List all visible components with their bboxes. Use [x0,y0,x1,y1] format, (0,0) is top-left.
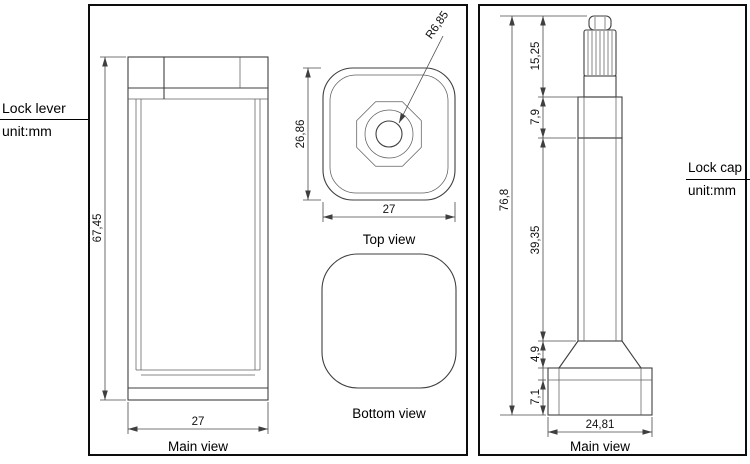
lever-main-view-dimensions: 67,45 27 Main view [92,56,269,454]
cap-main-view-caption: Main view [570,439,630,454]
cap-seg-dim-3: 39,35 [530,226,542,255]
lever-main-view-drawing [127,56,269,401]
top-view-inner-outline [329,74,449,194]
lever-body-outline [127,56,269,401]
cap-main-view-dimensions: 15,25 7,9 39,35 4,9 7,1 76,8 24,81 Main … [499,15,653,454]
top-view-width-dim: 27 [383,204,396,216]
lock-cap-title: Lock cap [686,160,750,180]
lock-cap-label-block: Lock cap unit:mm [686,160,750,198]
lock-lever-title: Lock lever [0,100,88,121]
top-view-height-dim: 26,86 [295,120,307,149]
lock-cap-unit: unit:mm [688,182,737,198]
lock-lever-unit: unit:mm [2,123,52,140]
cap-base [547,367,653,416]
lock-lever-label-block: Lock lever unit:mm [0,100,88,139]
cap-collar [577,96,623,139]
lever-top-view-dimensions: R6,85 26,86 27 Top view [295,9,456,247]
cap-width-dim: 24,81 [586,419,615,431]
cap-neck [583,75,617,98]
top-view-outer-outline [322,67,456,201]
top-view-caption: Top view [363,232,416,247]
top-view-outer-circle [364,109,414,159]
top-view-octagon [356,101,422,167]
bottom-view-outline [321,253,457,389]
lever-top-view-drawing [322,67,456,201]
cap-main-view-drawing [547,15,653,416]
lock-cap-panel [478,4,747,456]
top-view-radius-dim: R6,85 [424,9,451,41]
cap-seg-dim-4: 4,9 [530,346,542,362]
cap-seg-dim-2: 7,9 [530,109,542,125]
bottom-view-caption: Bottom view [352,406,426,421]
lever-bottom-view-drawing: Bottom view [321,253,457,421]
cap-shaft [577,137,623,342]
lock-lever-panel [88,4,468,456]
cap-top-knob [588,15,612,31]
cap-seg-dim-5: 7,1 [530,389,542,405]
lever-width-dim: 27 [192,416,205,428]
cap-total-height-dim: 76,8 [499,189,511,211]
top-view-hole-circle [375,120,403,148]
lever-height-dim: 67,45 [92,214,104,243]
cap-seg-dim-1: 15,25 [530,42,542,71]
lever-main-view-caption: Main view [168,439,228,454]
